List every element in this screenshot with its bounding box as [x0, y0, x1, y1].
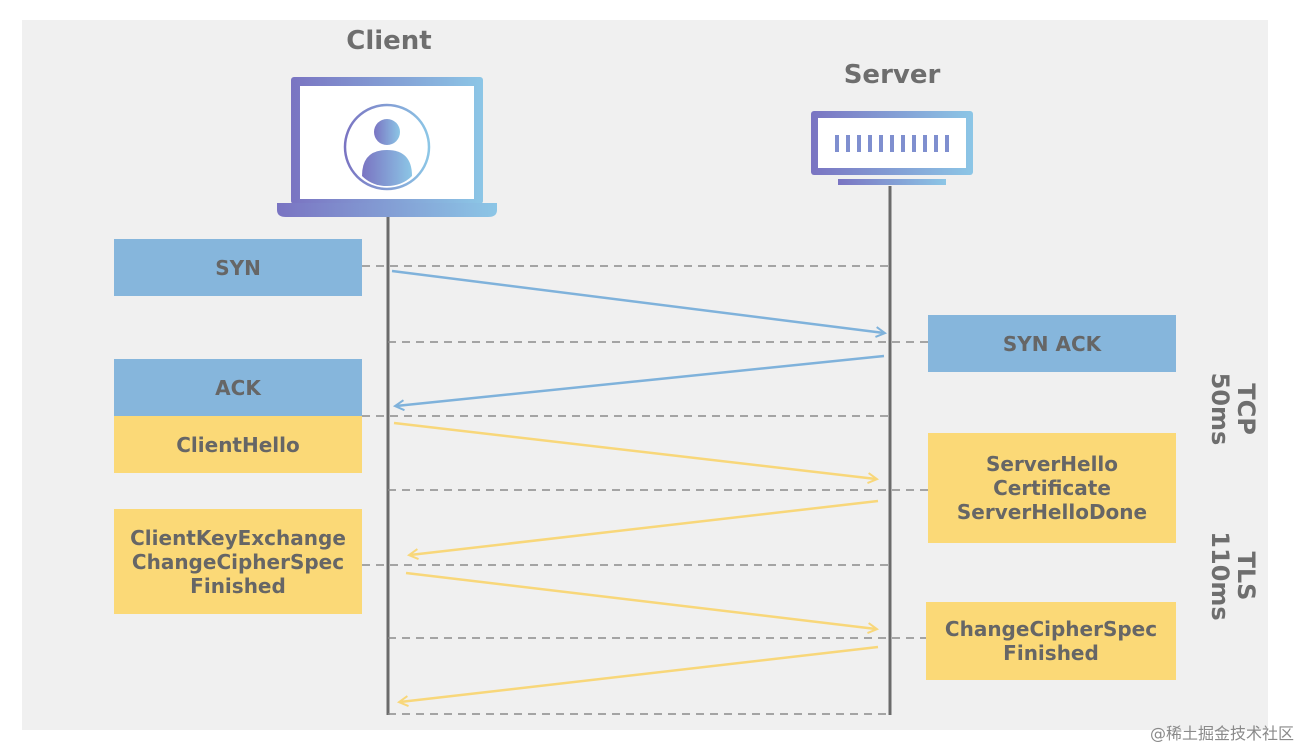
syn-box: SYN: [114, 239, 362, 296]
tcp-label-1: 50ms: [1206, 372, 1234, 446]
tcp-label-0: TCP: [1232, 383, 1260, 435]
arrow-client-hello: [393, 421, 876, 479]
server-rack-icon: [811, 111, 973, 185]
client-key-line-0: ClientKeyExchange: [130, 525, 346, 550]
syn-ack-line-0: SYN ACK: [1002, 331, 1102, 356]
client-key-exchange-box: ClientKeyExchange ChangeCipherSpec Finis…: [114, 509, 362, 614]
server-hello-line-2: ServerHelloDone: [956, 500, 1148, 524]
tcp-phase-label: TCP 50ms: [1206, 359, 1260, 459]
server-finish-line-1: Finished: [1003, 641, 1099, 665]
tls-label-0: TLS: [1232, 551, 1260, 601]
laptop-user-icon: [277, 77, 497, 217]
server-finish-line-0: ChangeCipherSpec: [944, 617, 1158, 641]
server-hello-line-0: ServerHello: [985, 452, 1119, 476]
arrow-server-finish: [400, 645, 879, 702]
client-key-line-1: ChangeCipherSpec: [131, 549, 345, 574]
ack-line-0: ACK: [215, 375, 261, 400]
client-key-line-2: Finished: [190, 573, 286, 598]
syn-line-0: SYN: [215, 255, 261, 280]
server-label: Server: [843, 60, 941, 90]
server-finish-box: ChangeCipherSpec Finished: [926, 602, 1176, 680]
arrow-syn-ack: [396, 354, 885, 406]
server-hello-box: ServerHello Certificate ServerHelloDone: [928, 433, 1176, 543]
syn-ack-box: SYN ACK: [928, 315, 1176, 372]
tls-label-1: 110ms: [1206, 531, 1234, 621]
arrow-client-key: [405, 571, 876, 629]
ack-box: ACK: [114, 359, 362, 416]
client-label: Client: [346, 26, 432, 56]
watermark-text: @稀土掘金技术社区: [1149, 724, 1294, 743]
tls-phase-label: TLS 110ms: [1206, 526, 1260, 626]
server-hello-line-1: Certificate: [993, 476, 1111, 500]
dashed-separators: [362, 265, 928, 715]
client-hello-box: ClientHello: [114, 416, 362, 473]
client-hello-line-0: ClientHello: [176, 432, 300, 457]
arrow-syn: [391, 269, 884, 333]
arrow-server-hello: [410, 499, 879, 555]
